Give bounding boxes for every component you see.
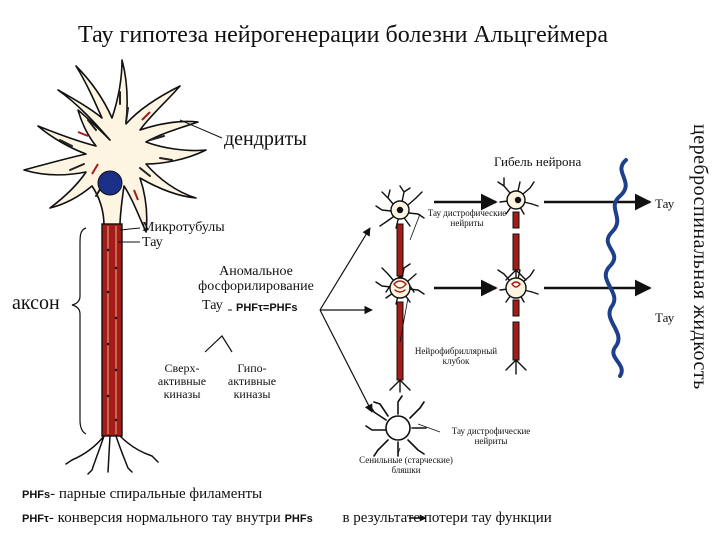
senile-plaque: [365, 395, 427, 457]
legend-row-phfs: PHFs- парные спиральные филаменты: [22, 486, 262, 503]
legend-phft-text-2: в результате потери тау функции: [342, 510, 552, 526]
small-neuron-top-right: [497, 177, 539, 285]
legend-row-phft: PHFτ- конверсия нормального тау внутри P…: [22, 510, 552, 527]
dystrophic-bottom-line-1: Тау дистрофические: [451, 426, 531, 436]
tangle-line-1: Нейрофибриллярный: [414, 346, 498, 356]
label-abnormal-tau: Тау: [202, 298, 223, 313]
plaques-line-1: Сенильные (старческие): [359, 455, 453, 465]
label-hypoactive-kinases: Гипо- активные киназы: [222, 362, 282, 401]
label-phf-equation: PHFτ=PHFs: [236, 302, 298, 314]
label-cerebrospinal-fluid: цереброспинальная жидкость: [689, 124, 711, 390]
label-tau-axon: Тау: [142, 235, 163, 250]
label-abnormal-phosphorylation: Аномальное фосфорилирование: [196, 264, 316, 294]
kinase-split-arrow: [204, 335, 233, 353]
dystrophic-top-line-2: нейриты: [450, 218, 484, 228]
hyper-line-1: Сверх-: [164, 361, 200, 375]
abnormal-line-2: фосфорилирование: [198, 279, 314, 294]
small-neuron-middle-left: [375, 263, 425, 393]
arrow-to-bottom-neuron: [319, 309, 373, 413]
legend-phfs-abbr-2: PHFs: [284, 513, 313, 525]
dystrophic-bottom-line-2: нейриты: [474, 436, 508, 446]
legend-phft-text: - конверсия нормального тау внутри: [48, 510, 281, 526]
label-tau-right-top: Тау: [655, 196, 675, 211]
legend-phft-abbr: PHFτ: [22, 513, 49, 525]
axon-terminals: [65, 435, 159, 475]
tangle-line-2: клубок: [442, 356, 470, 366]
axon-body: [101, 223, 123, 437]
label-dystrophic-top: Тау дистрофические нейриты: [412, 208, 522, 228]
plaques-line-2: бляшки: [391, 465, 421, 475]
page-title: Тау гипотеза нейрогенерации болезни Альц…: [78, 22, 609, 48]
label-microtubules: Микротубулы: [142, 220, 225, 235]
hyper-line-2: активные: [157, 374, 207, 388]
label-dendrites: дендриты: [224, 128, 307, 150]
label-neuron-death: Гибель нейрона: [494, 154, 582, 169]
neuron-soma: [23, 59, 207, 233]
label-neurofibrillary-tangle: Нейрофибриллярный клубок: [396, 346, 516, 366]
axon-tau-dots: [106, 248, 118, 422]
label-senile-plaques: Сенильные (старческие) бляшки: [348, 455, 464, 475]
label-dystrophic-bottom: Тау дистрофические нейриты: [432, 426, 550, 446]
hypo-line-3: киназы: [233, 387, 271, 401]
hypo-line-2: активные: [227, 374, 277, 388]
neuron-red-fibrils: [77, 111, 151, 201]
neuron-fibrils: [59, 91, 173, 197]
axon-bracket: [71, 227, 87, 435]
legend-phfs-text: - парные спиральные филаменты: [50, 486, 263, 502]
large-neuron: [23, 59, 223, 475]
hypo-line-1: Гипо-: [237, 361, 267, 375]
neuron-nucleus: [97, 170, 123, 196]
csf-wave: [603, 158, 628, 378]
hyper-line-3: киназы: [163, 387, 201, 401]
dystrophic-top-line-1: Тау дистрофические: [427, 208, 507, 218]
label-axon: аксон: [12, 292, 60, 314]
arrow-to-top-neuron: [319, 227, 371, 311]
label-hyperactive-kinases: Сверх- активные киназы: [152, 362, 212, 401]
small-neuron-top-left: [375, 185, 425, 293]
legend-phfs-abbr: PHFs: [22, 489, 51, 501]
small-neuron-middle-right: [497, 269, 539, 375]
label-tau-right-bottom: Тау: [655, 310, 675, 325]
abnormal-line-1: Аномальное: [219, 264, 293, 279]
